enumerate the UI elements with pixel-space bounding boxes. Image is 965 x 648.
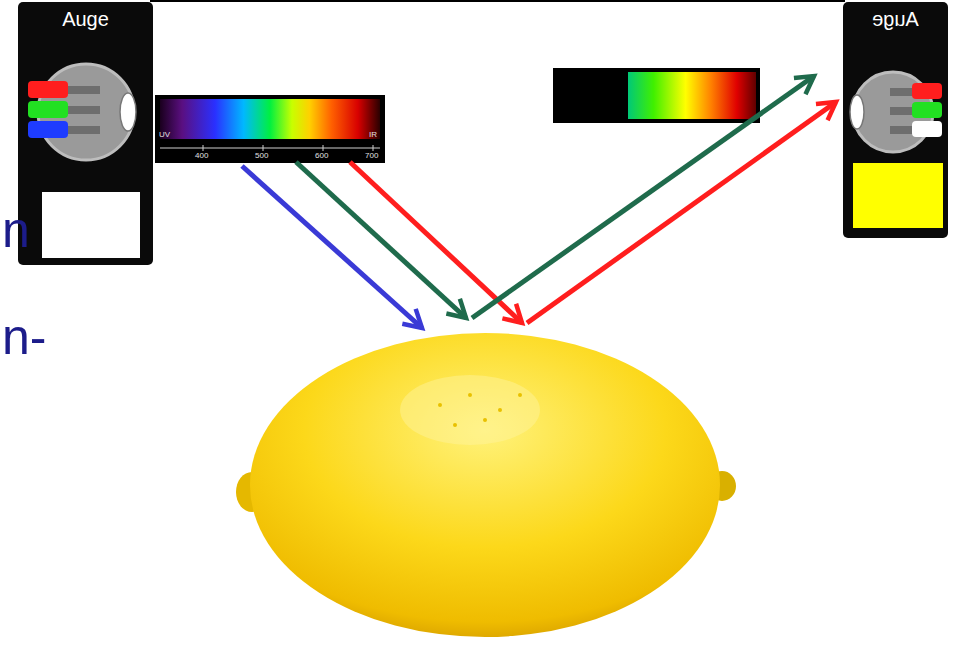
eye-panel: Auge [843,2,948,42]
slide-text-fragment: n- [2,312,46,362]
slide-text-fragment: n [2,205,30,255]
reflected-spectrum [553,68,760,123]
axis-label: 400 [195,152,208,161]
spectrum-panel: UV IR 400 500 600 700 [155,95,385,163]
light-ray [242,76,836,328]
axis-label: IR [369,131,377,140]
eye-panel: Auge [18,2,153,42]
eye-title: Auge [872,8,919,30]
eye-panel [18,2,153,265]
eye-title: Auge [62,8,109,30]
axis-label: 600 [315,152,328,161]
axis-label: 500 [255,152,268,161]
eye-panel [843,2,948,238]
lemon [236,333,736,637]
frame-line [150,0,845,2]
spectrum-bar [155,95,385,163]
axis-label: UV [159,131,170,140]
axis-label: 700 [365,152,378,161]
